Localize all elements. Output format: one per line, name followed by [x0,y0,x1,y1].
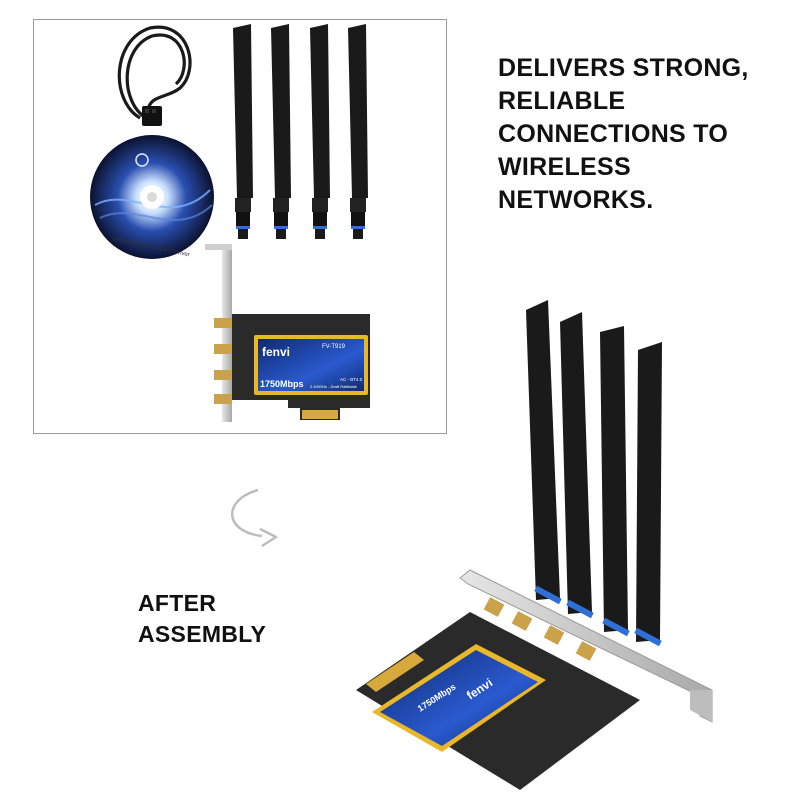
assembled-antenna-3 [600,326,630,637]
headline-line: NETWORKS. [498,186,654,214]
card-bands: 2.4/5GHz - Draft Ratifiable [310,384,358,389]
headline-line: CONNECTIONS TO [498,120,729,148]
antenna-3 [310,24,330,239]
card-spec: AC - BT4.0 [340,377,363,382]
antenna-4 [348,24,368,239]
driver-cd: Desktop Wireless Card Driver [90,135,214,259]
caption-line: AFTER [138,590,217,616]
headline-line: DELIVERS STRONG, [498,54,749,82]
antenna-1 [233,24,253,239]
headline-line: WIRELESS [498,153,631,181]
assembled-antenna-4 [634,342,662,647]
card-model: FV-T919 [322,344,346,350]
antennas-loose [233,24,368,239]
antenna-2 [271,24,291,239]
assembled-antenna-1 [526,300,562,605]
feature-headline: DELIVERS STRONG, RELIABLE CONNECTIONS TO… [498,52,788,217]
caption-line: ASSEMBLY [138,621,267,647]
pcie-card-assembled: fenvi 1750Mbps [356,300,713,790]
after-assembly-caption: AFTER ASSEMBLY [138,588,266,650]
curved-arrow-icon [231,488,278,548]
pcie-card-flat: fenvi FV-T919 1750Mbps AC - BT4.0 2.4/5G… [205,244,370,422]
headline-line: RELIABLE [498,87,626,115]
assembled-antenna-2 [560,312,594,619]
card-brand: fenvi [262,345,290,359]
card-speed: 1750Mbps [260,379,304,389]
usb-header-cable [117,25,192,126]
